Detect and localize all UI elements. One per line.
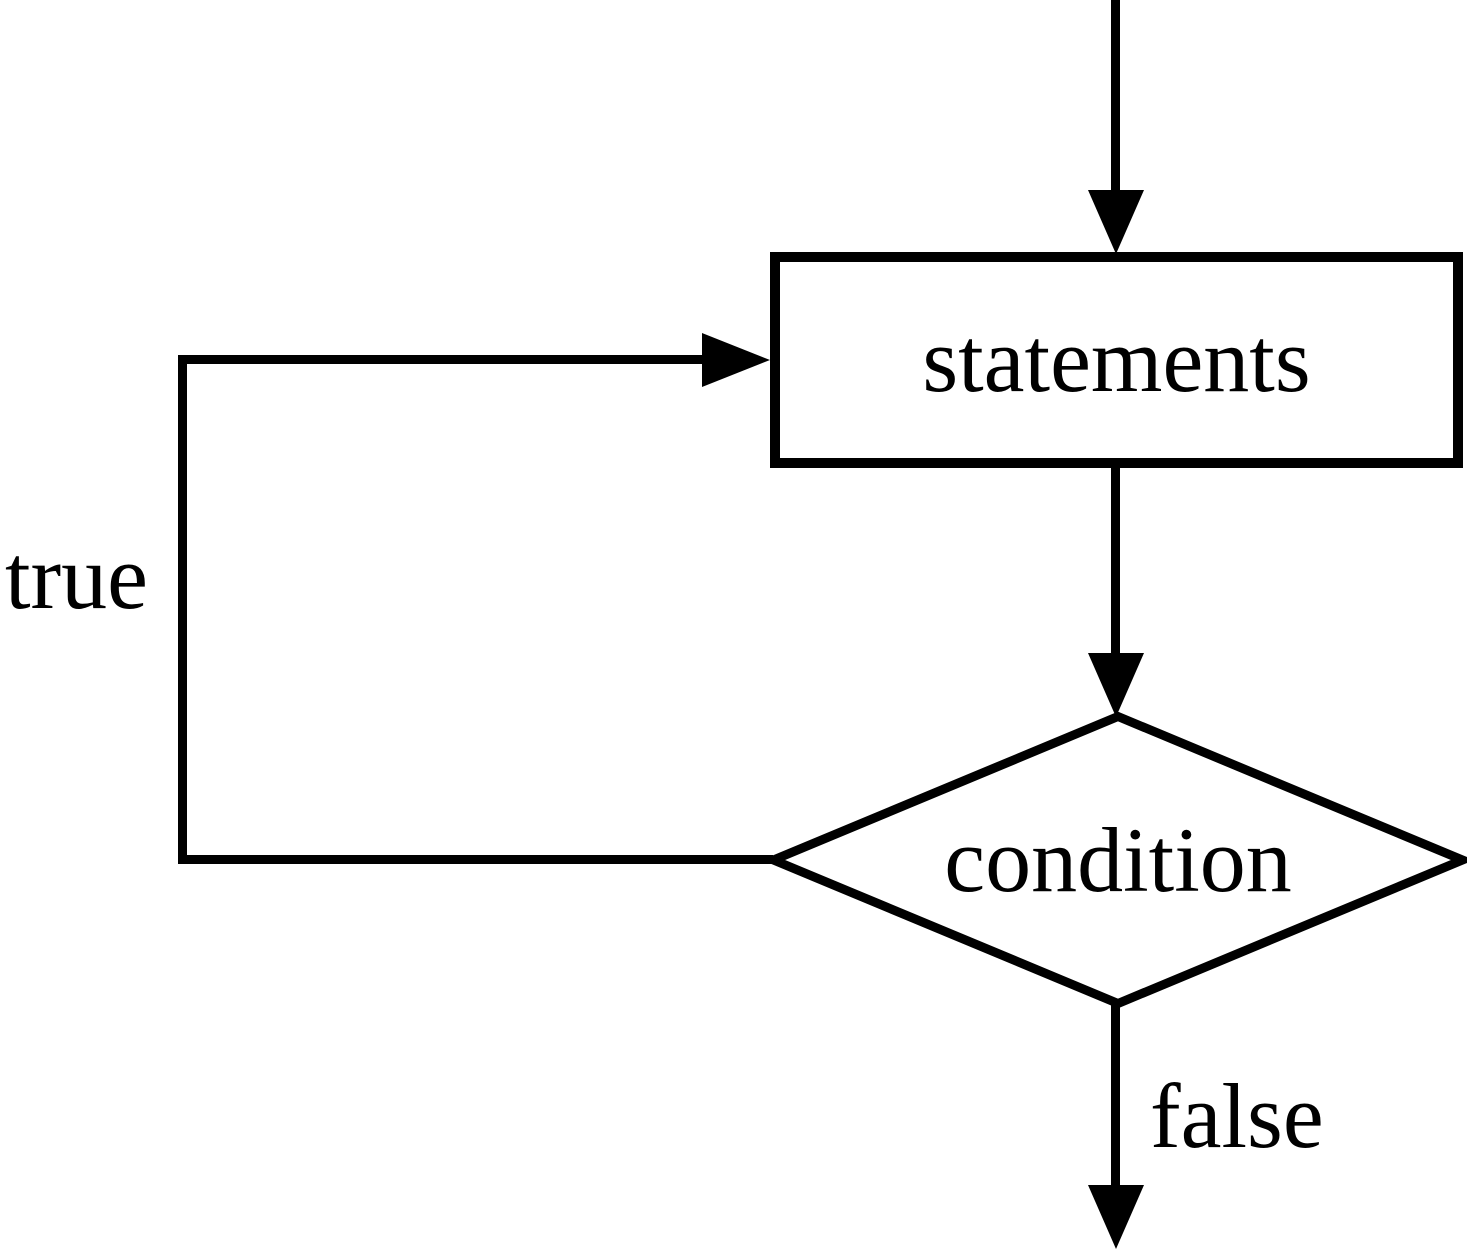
false-edge-line xyxy=(1111,1002,1120,1186)
true-loop-left-segment xyxy=(178,355,187,864)
true-loop-bottom-segment xyxy=(178,855,773,864)
arrow-down-icon xyxy=(1088,1185,1144,1249)
entry-edge-line xyxy=(1111,0,1120,191)
statements-node: statements xyxy=(770,252,1463,468)
statements-to-condition-edge-line xyxy=(1111,468,1120,655)
arrow-right-icon xyxy=(702,333,770,387)
diamond-shape xyxy=(769,712,1467,1008)
true-loop-top-segment xyxy=(178,355,704,364)
condition-node xyxy=(769,712,1467,1008)
arrow-down-icon xyxy=(1088,653,1144,717)
statements-label: statements xyxy=(922,309,1311,411)
true-edge-label: true xyxy=(4,526,148,628)
arrow-down-icon xyxy=(1088,190,1144,254)
false-edge-label: false xyxy=(1150,1065,1324,1167)
